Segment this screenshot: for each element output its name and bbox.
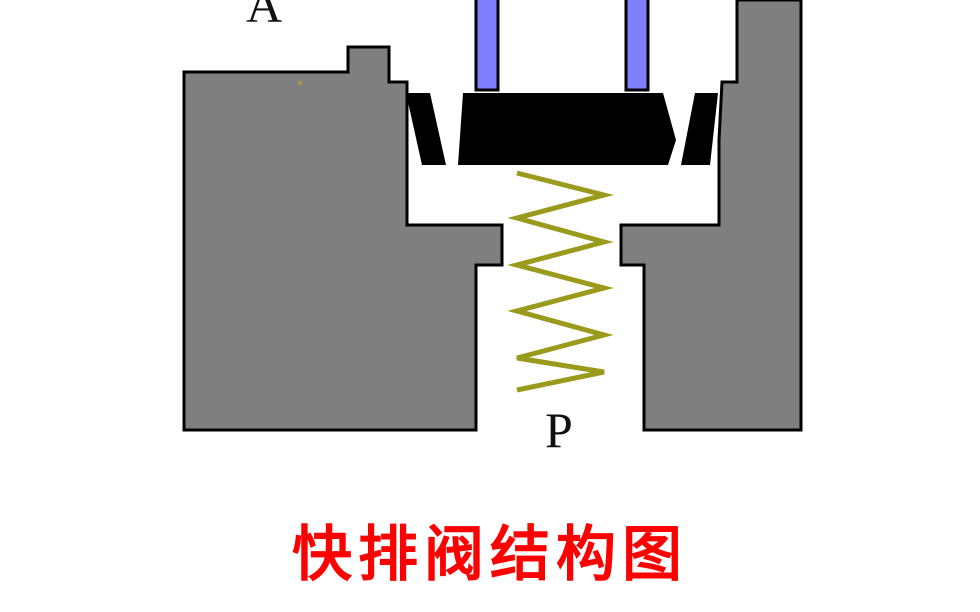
diaphragm-piston	[458, 93, 676, 165]
spring	[507, 170, 614, 393]
seal-ring-left	[406, 93, 446, 165]
valve-body-right	[619, 0, 803, 432]
port-label-p: P	[545, 402, 573, 458]
port-label-a: A	[246, 0, 283, 33]
stem-right	[624, 0, 650, 92]
stem-left	[474, 0, 500, 92]
speck-dot	[298, 81, 302, 85]
diagram-caption: 快排阀结构图	[292, 520, 688, 590]
seal-ring-right	[681, 93, 718, 165]
valve-body-left	[182, 45, 504, 432]
